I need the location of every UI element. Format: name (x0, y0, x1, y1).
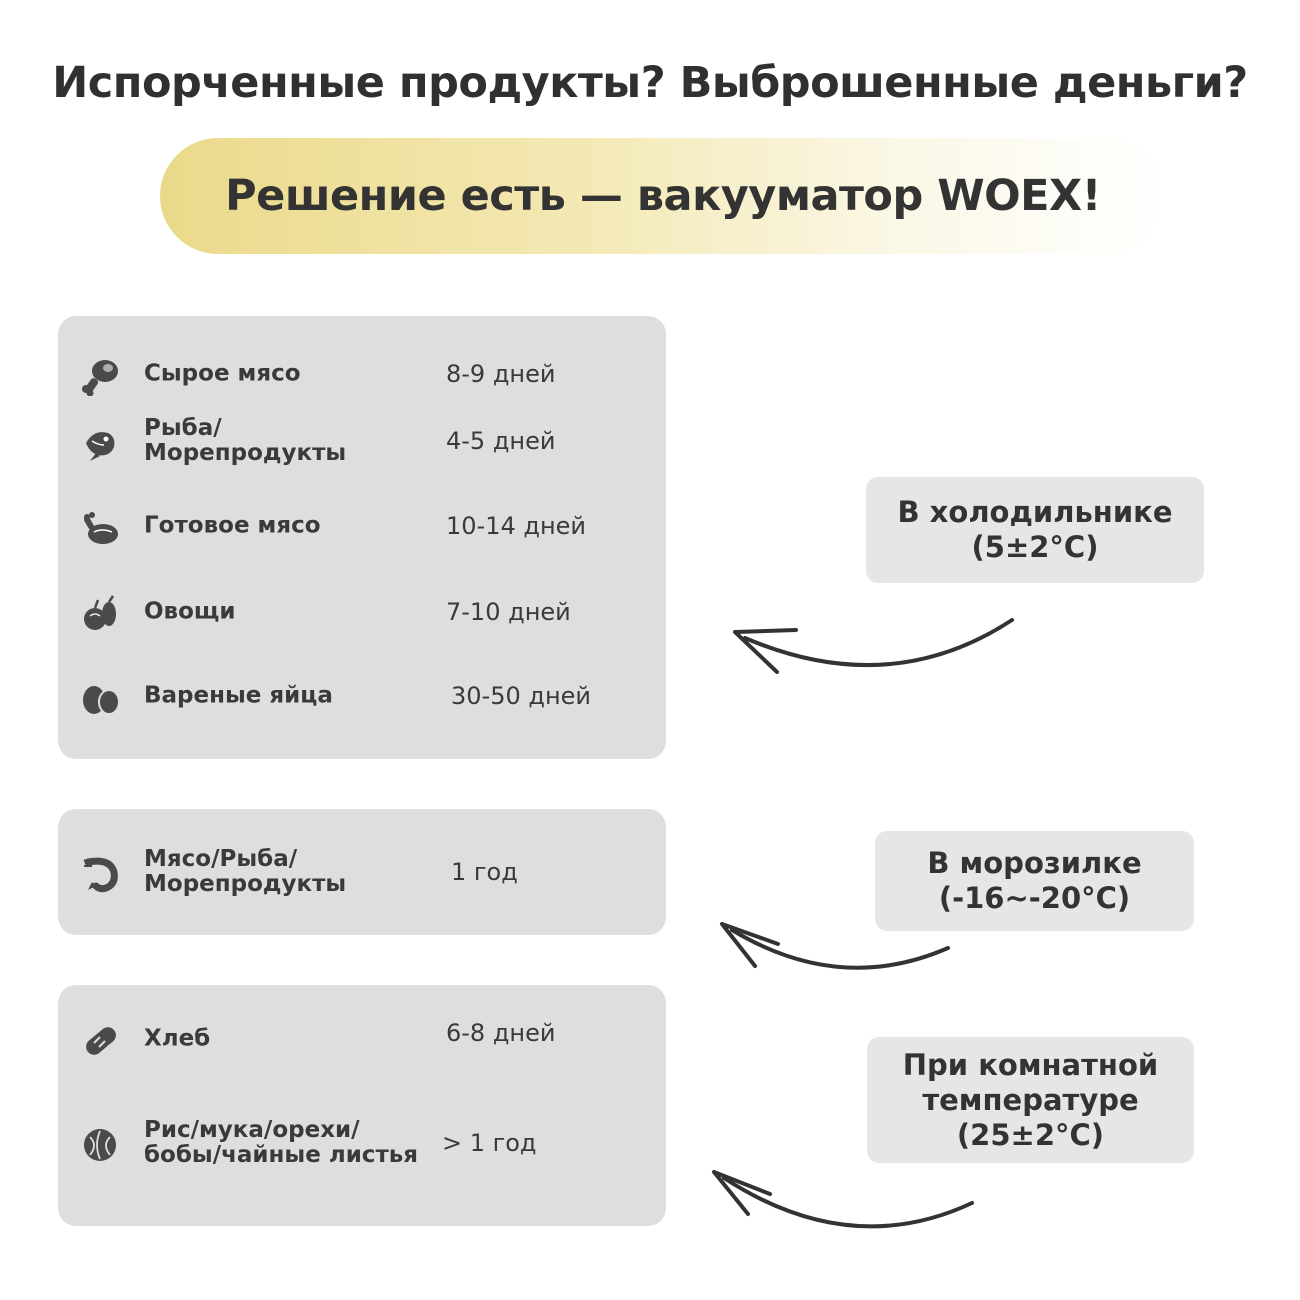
room-label: При комнатной температуре (25±2°C) (867, 1037, 1194, 1163)
eggs-icon (83, 686, 120, 715)
fridge-arrow-icon (733, 618, 1014, 674)
item-name: Вареные яйца (144, 682, 333, 709)
item-name-text: Рис/мука/орехи/ бобы/чайные листья (144, 1117, 419, 1168)
item-name: Хлеб (144, 1025, 211, 1052)
item-name: Сырое мясо (144, 360, 301, 387)
item-name: Мясо/Рыба/ Морепродукты (144, 847, 444, 897)
item-duration: 1 год (451, 858, 518, 886)
item-name: Овощи (144, 598, 236, 625)
freezer-label-line2: (-16~-20°C) (938, 881, 1131, 915)
item-duration: 8-9 дней (446, 360, 556, 388)
list-item: Хлеб 6-8 дней (58, 1009, 666, 1069)
walnut-icon (84, 1129, 116, 1161)
banner: Решение есть — вакууматор WOEX! (160, 138, 1166, 254)
list-item: Мясо/Рыба/ Морепродукты 1 год (58, 842, 666, 902)
shrimp-icon (83, 857, 118, 893)
item-name-text: Рыба/ Морепродукты (144, 415, 347, 466)
item-name: Рис/мука/орехи/ бобы/чайные листья (144, 1118, 444, 1168)
item-name: Рыба/ Морепродукты (144, 416, 444, 466)
list-item: Вареные яйца 30-50 дней (58, 666, 666, 726)
list-item: Рис/мука/орехи/ бобы/чайные листья > 1 г… (58, 1113, 666, 1173)
list-item: Готовое мясо 10-14 дней (58, 496, 666, 556)
freezer-arrow-icon (720, 922, 950, 970)
item-name: Готовое мясо (144, 512, 321, 539)
item-duration: 4-5 дней (446, 427, 556, 455)
fish-icon (86, 432, 115, 461)
room-label-line2: температуре (922, 1082, 1139, 1117)
headline: Испорченные продукты? Выброшенные деньги… (52, 58, 1248, 108)
bread-icon (86, 1027, 116, 1055)
item-duration: > 1 год (442, 1129, 537, 1157)
list-item: Овощи 7-10 дней (58, 582, 666, 642)
list-item: Рыба/ Морепродукты 4-5 дней (58, 411, 666, 471)
freezer-label-line1: В морозилке (927, 846, 1142, 880)
item-duration: 7-10 дней (446, 598, 571, 626)
room-arrow-icon (712, 1170, 974, 1229)
freezer-label: В морозилке (-16~-20°C) (875, 831, 1194, 931)
fridge-label-line1: В холодильнике (897, 495, 1173, 529)
room-label-line1: При комнатной (902, 1047, 1159, 1082)
list-item: Сырое мясо 8-9 дней (58, 344, 666, 404)
fridge-label-text: В холодильнике (5±2°C) (897, 495, 1172, 565)
banner-text: Решение есть — вакууматор WOEX! (225, 171, 1101, 221)
cooked-chicken-icon (84, 512, 118, 544)
item-duration: 6-8 дней (446, 1019, 556, 1047)
fridge-label: В холодильнике (5±2°C) (866, 477, 1204, 583)
item-name-text: Мясо/Рыба/ Морепродукты (144, 846, 347, 897)
fridge-card: Сырое мясо 8-9 дней Рыба/ Морепродукты 4… (58, 316, 666, 759)
fridge-label-line2: (5±2°C) (971, 530, 1099, 564)
freezer-label-text: В морозилке (-16~-20°C) (927, 846, 1141, 916)
room-label-line3: (25±2°C) (956, 1117, 1105, 1152)
room-label-text: При комнатной температуре (25±2°C) (903, 1048, 1158, 1153)
vegetables-icon (84, 595, 116, 630)
freezer-card: Мясо/Рыба/ Морепродукты 1 год (58, 809, 666, 935)
item-duration: 30-50 дней (451, 682, 592, 710)
item-duration: 10-14 дней (446, 512, 587, 540)
room-card: Хлеб 6-8 дней Рис/мука/орехи/ бобы/чайны… (58, 985, 666, 1226)
meat-leg-icon (82, 360, 118, 396)
